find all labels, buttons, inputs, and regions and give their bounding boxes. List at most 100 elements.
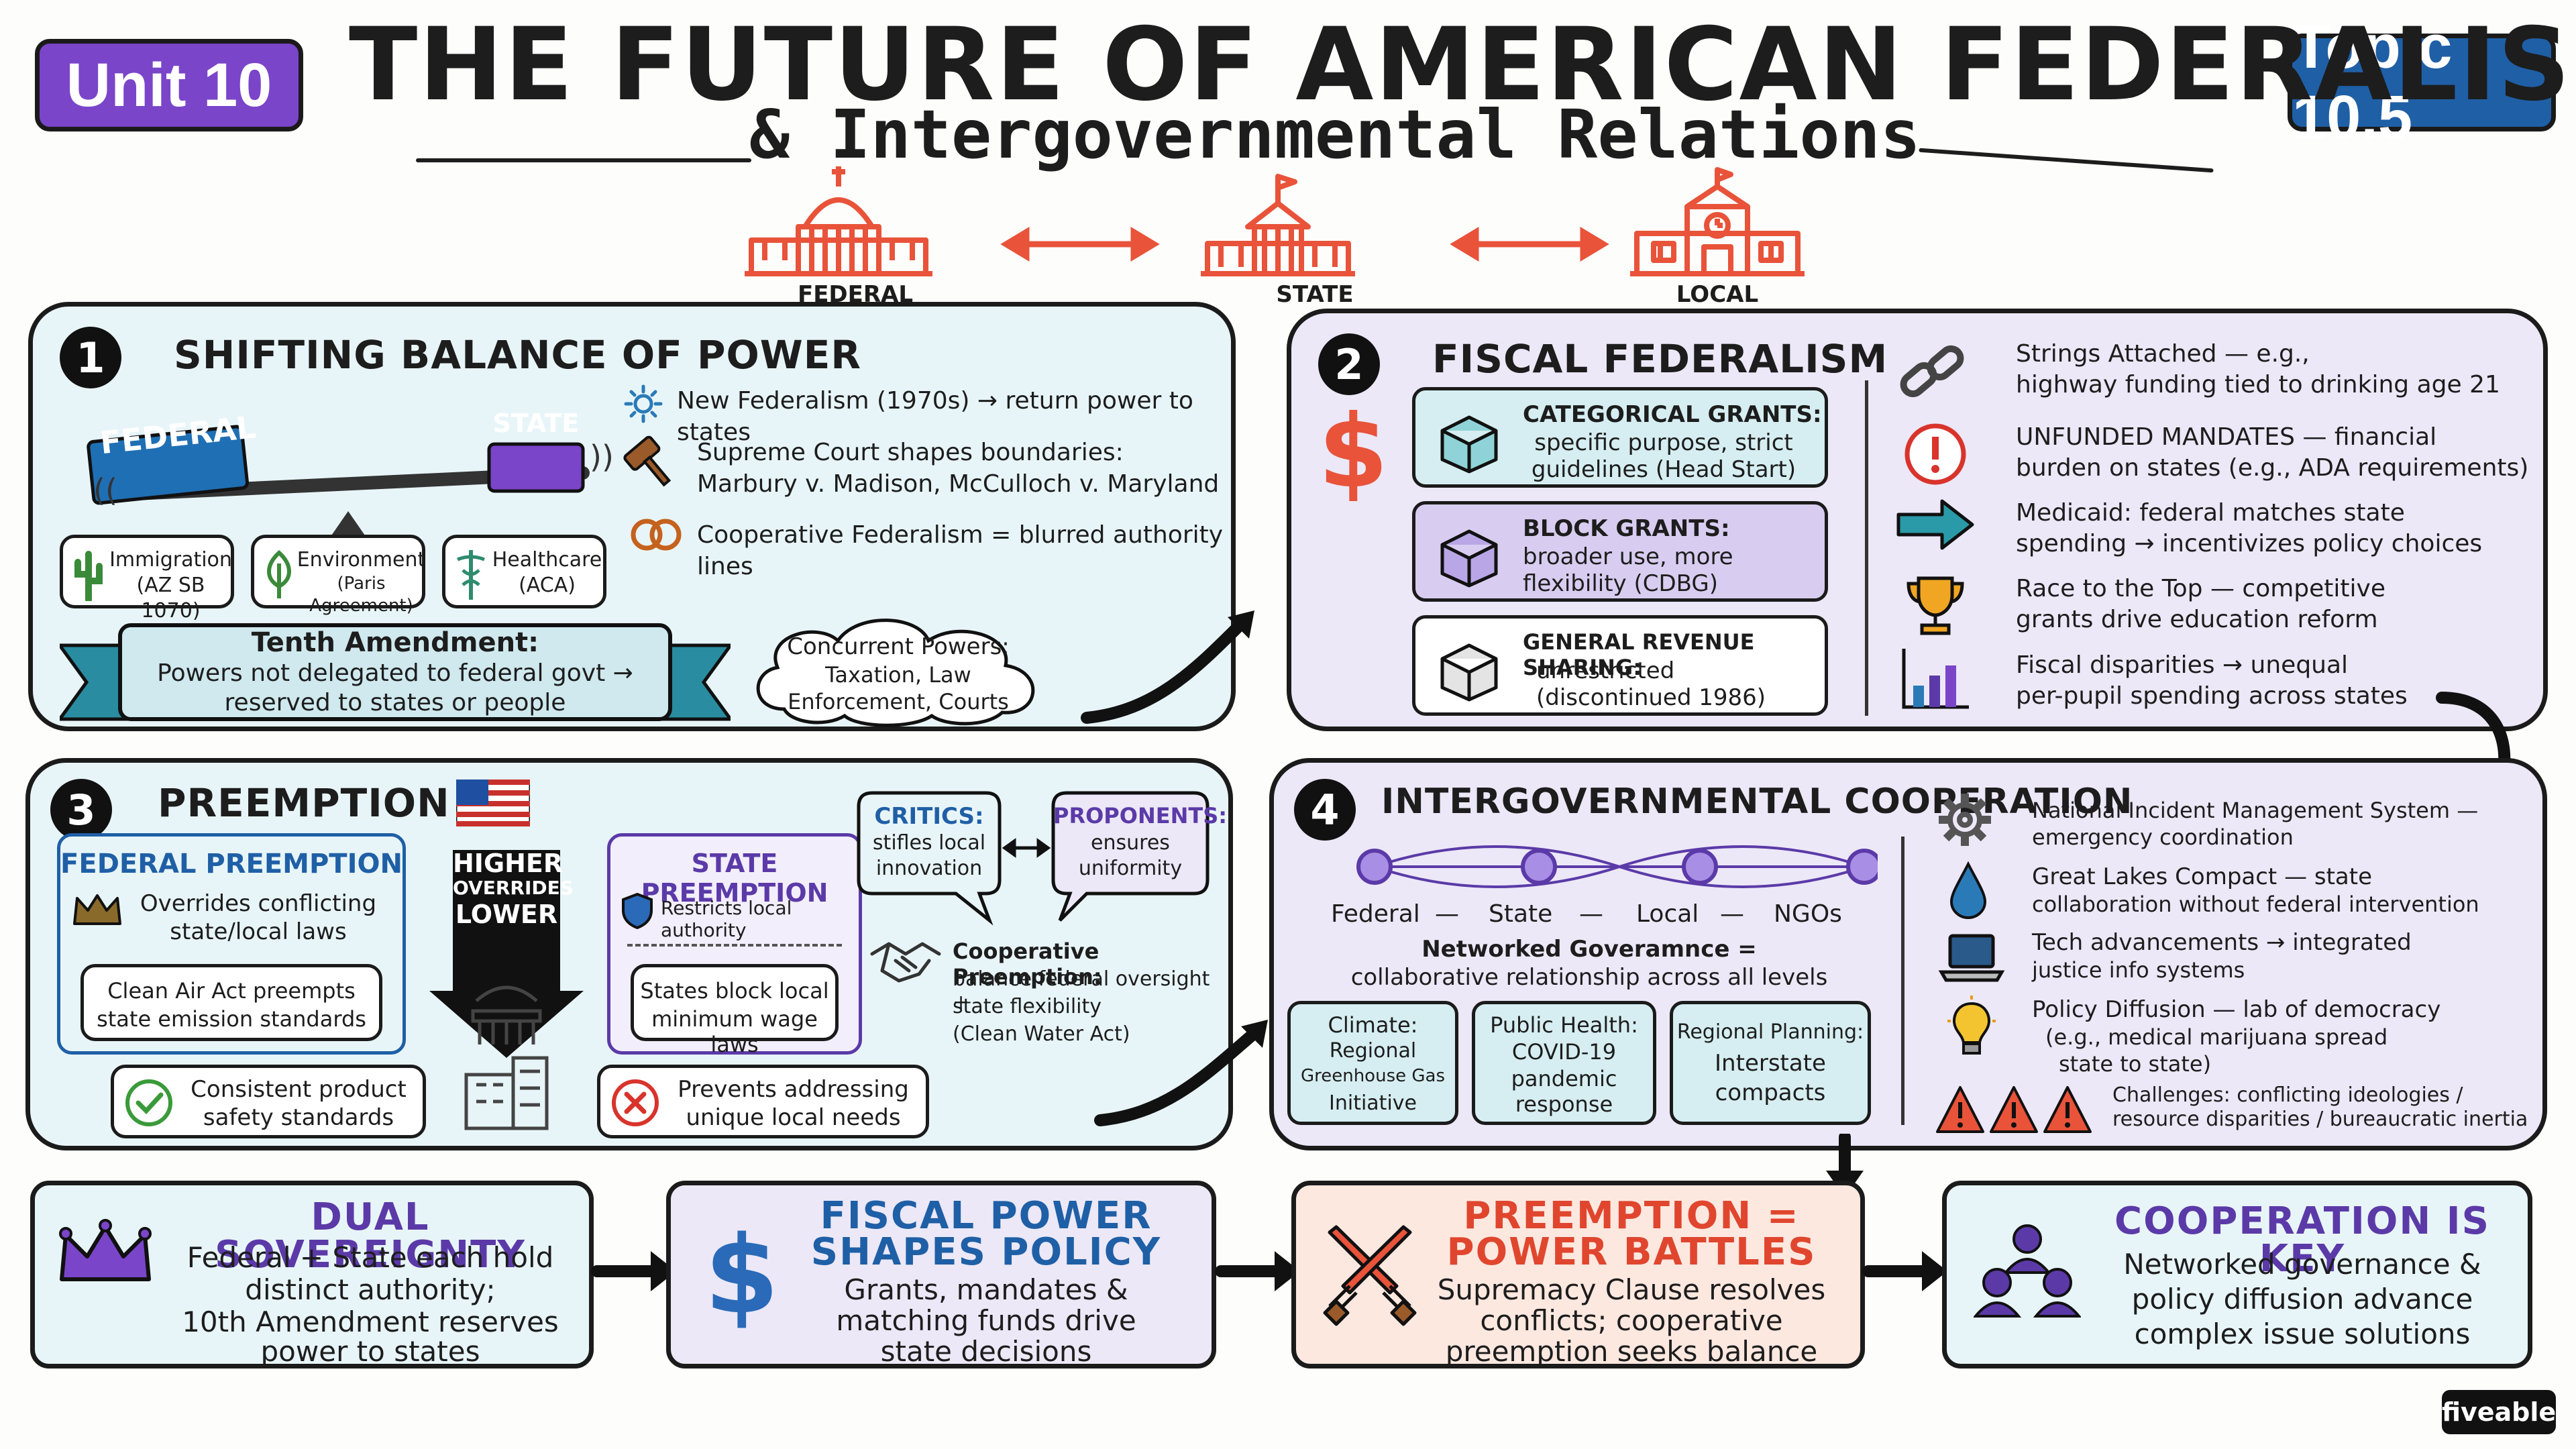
new-federalism-text: New Federalism (1970s) → return power to… [677,387,1193,446]
summary-4-line-2: policy diffusion advance [2131,1283,2473,1316]
clean-air-line-1: Clean Air Act preempts [107,978,356,1004]
shield-icon [622,892,653,929]
local-hall-icon [1630,167,1805,276]
climate-line-1: Regional [1329,1039,1417,1063]
linked-rings-icon [627,515,687,557]
section-1-panel: 1 SHIFTING BALANCE OF POWER (( )) FEDERA… [28,302,1236,731]
summary-1-line-2: distinct authority; [245,1273,496,1306]
warning-icons [1936,1086,2092,1133]
chain-link-icon [1900,345,1964,398]
section-1-title: SHIFTING BALANCE OF POWER [174,332,862,378]
summary-2-title-line-1: FISCAL POWER [820,1194,1152,1238]
court-cases-text: Marbury v. Madison, McCulloch v. Marylan… [697,470,1220,498]
block-grants-box: BLOCK GRANTS: broader use, more flexibil… [1412,501,1828,602]
government-levels-graphic: FEDERAL STATE LOCAL [745,166,1805,308]
critics-line-1: stifles local [872,831,986,855]
tenth-amendment-title: Tenth Amendment: [251,627,539,658]
svg-text:((: (( [93,472,117,508]
state-level-label: STATE [1276,281,1353,308]
policy-box-immigration: Immigration (AZ SB 1070) [60,535,234,623]
summary-preemption-battles: PREEMPTION = POWER BATTLES Supremacy Cla… [1291,1181,1865,1368]
policy-diffusion-line-2: (e.g., medical marijuana spread [2045,1024,2388,1050]
crown-icon [73,894,121,925]
clean-air-line-2: state emission standards [97,1006,366,1032]
supreme-court-text: Supreme Court shapes boundaries: [697,439,1124,466]
climate-title: Climate: [1328,1012,1418,1038]
svg-text:)): )) [590,439,614,475]
summary-arrow-2 [1215,1251,1300,1291]
trophy-icon [1907,576,1964,635]
policy-healthcare-detail: (ACA) [519,574,576,597]
proponents-line-1: ensures [1091,831,1170,855]
federal-preemption-box: FEDERAL PREEMPTION Overrides conflicting… [57,833,406,1055]
summary-2-title-line-2: SHAPES POLICY [810,1230,1162,1274]
tenth-amendment-banner [60,623,731,721]
lightbulb-icon [1947,996,1996,1055]
summary-4-title: COOPERATION IS KEY [2114,1199,2490,1281]
network-caption-line-2: collaborative relationship across all le… [1350,964,1828,991]
network-dash-1: — [1435,900,1459,928]
summary-arrow-3 [1862,1251,1947,1291]
federal-preemption-line-1: Overrides conflicting [140,890,377,917]
concurrent-powers-title: Concurrent Powers: [787,633,1010,660]
alert-circle-icon [1904,423,1966,485]
pro-point-box: Consistent product safety standards [111,1065,426,1138]
revenue-sharing-line-2: (discontinued 1986) [1536,684,1766,711]
policy-environment-detail: (Paris Agreement) [309,574,413,616]
section-4-divider [1901,837,1904,1125]
network-node-ngos: NGOs [1774,900,1842,928]
summary-4-line-1: Networked governance & [2123,1248,2481,1281]
title-underline-left [416,158,751,162]
coop-preemption-line-1: balance federal oversight + [953,967,1210,1014]
hierarchy-lower: LOWER [455,900,558,929]
block-grants-line-1: broader use, more [1523,543,1733,570]
pro-point-line-1: Consistent product [191,1076,407,1103]
network-node-local: Local [1636,900,1699,928]
tree-icon [267,550,291,598]
public-health-line-3: response [1515,1091,1613,1117]
network-node-federal: Federal [1331,900,1420,928]
section-2-panel: 2 FISCAL FEDERALISM $ CATEGORICAL GRANTS… [1287,309,2548,731]
dollar-sign-icon: $ [704,1212,780,1338]
climate-line-2: Greenhouse Gas [1300,1066,1446,1086]
public-health-line-2: pandemic [1511,1066,1617,1091]
network-graphic [1356,845,1878,888]
policy-healthcare-title: Healthcare [492,548,602,572]
section-2-divider [1865,380,1868,716]
categorical-grants-title: CATEGORICAL GRANTS: [1523,401,1822,428]
con-point-line-2: unique local needs [686,1104,901,1131]
network-node-state: State [1489,900,1553,928]
federal-capitol-icon [745,166,932,276]
gear-icon [1939,794,1991,846]
section-2-title: FISCAL FEDERALISM [1432,336,1888,382]
hierarchy-overrides: OVERRIDES [453,877,574,899]
public-health-line-1: COVID-19 [1511,1039,1617,1065]
medicaid-line-1: Medicaid: federal matches state [2016,499,2405,527]
scale-state-label: STATE [492,409,580,438]
con-point-line-1: Prevents addressing [678,1076,909,1103]
race-to-top-line-2: grants drive education reform [2016,606,2378,633]
federal-preemption-title: FEDERAL PREEMPTION [60,849,402,879]
tenth-amendment-line-2: reserved to states or people [224,689,566,716]
section-3-title: PREEMPTION [158,780,450,826]
summary-1-line-1: Federal + State each hold [186,1241,554,1274]
nims-line-2: emergency coordination [2032,824,2294,850]
summary-1-line-4: power to states [260,1335,480,1368]
con-point-box: Prevents addressing unique local needs [597,1065,929,1138]
critics-title: CRITICS: [874,803,984,830]
medicaid-line-2: spending → incentivizes policy choices [2016,530,2483,557]
crown-icon [59,1219,152,1281]
people-group-icon [1974,1224,2081,1318]
coop-preemption-line-3: (Clean Water Act) [953,1022,1130,1046]
network-dash-3: — [1720,900,1744,928]
policy-box-healthcare: Healthcare (ACA) [442,535,606,608]
state-house-icon [1201,174,1355,276]
critics-line-2: innovation [875,857,983,880]
summary-3-title-line-2: POWER BATTLES [1446,1230,1817,1274]
closed-box-icon [1440,529,1498,588]
min-wage-example: States block local minimum wage laws [631,964,839,1057]
categorical-grants-line-2: guidelines (Head Start) [1531,456,1796,483]
section-1-number: 1 [60,327,121,388]
great-lakes-line-1: Great Lakes Compact — state [2032,863,2373,890]
hierarchy-higher: HIGHER [453,849,564,878]
